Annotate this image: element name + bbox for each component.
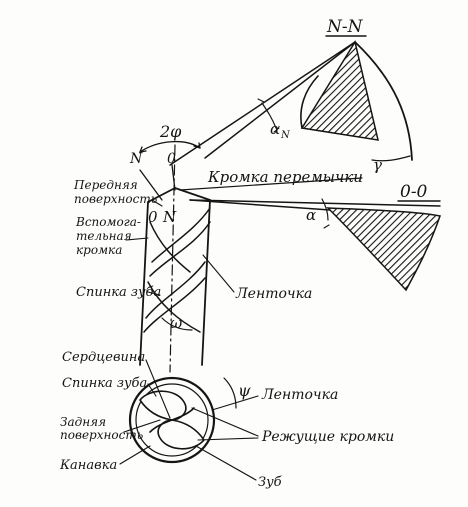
section-oo: 0-0 α <box>189 182 441 292</box>
section-nn-rake-curve <box>354 41 413 161</box>
core-label: Сердцевина <box>62 350 145 365</box>
flank-label-2: поверхность <box>60 428 143 442</box>
rake-face-leader <box>151 199 163 207</box>
margin-leader <box>202 254 235 293</box>
land-back-label: Спинка зуба <box>76 285 161 300</box>
section-nn-hatched-wedge <box>300 40 379 141</box>
alpha-arc <box>321 198 329 221</box>
drill-body-right <box>201 199 211 366</box>
alpha-label: α <box>306 206 316 224</box>
cutting-edges-leader-2 <box>197 437 259 441</box>
aux-edge-leader <box>125 237 149 241</box>
cross-section-inner <box>135 383 209 457</box>
marker-o-top: 0 <box>167 151 176 167</box>
two-phi-arrow-right <box>193 142 201 149</box>
alpha-n-tick-1 <box>257 98 265 103</box>
aux-edge-label-1: Вспомога- <box>75 215 141 229</box>
flute-line-5 <box>149 221 191 273</box>
omega-arc <box>161 317 193 331</box>
drill-axis <box>169 144 176 373</box>
core-leader <box>145 359 171 419</box>
cutting-edges-label: Режущие кромки <box>261 429 394 445</box>
margin-2-label: Ленточка <box>261 387 338 403</box>
tooth-lower <box>157 419 205 450</box>
aux-edge-label-2: тельная <box>76 229 132 243</box>
rake-face-label-2: поверхность <box>74 192 157 206</box>
marker-o-face: 0 <box>148 208 158 226</box>
psi-label: ψ <box>238 381 251 400</box>
gamma-arc <box>371 155 411 162</box>
rake-face-label-1: Передняя <box>73 178 138 192</box>
omega-label: ω <box>170 314 182 332</box>
cross-section-labels: Сердцевина Спинка зуба Ленточка Задняя п… <box>59 350 394 490</box>
alpha-tick <box>323 224 330 229</box>
tooth-leader <box>195 445 257 481</box>
core-curve <box>149 407 195 433</box>
drill-tip <box>147 187 211 203</box>
drill-side-view: ω 0 N <box>139 144 211 373</box>
margin-2-leader <box>211 395 259 411</box>
section-nn-flute-curve <box>300 75 319 129</box>
cut-n-line <box>139 169 163 201</box>
cutting-edges-leader-1 <box>191 407 259 437</box>
cross-section-outer <box>128 376 216 464</box>
two-phi-label: 2φ <box>159 122 182 141</box>
section-oo-hatched-wedge <box>326 207 441 292</box>
drill-body-left <box>139 201 149 366</box>
flank-leader <box>123 419 161 433</box>
marker-n-face: N <box>162 208 177 226</box>
section-oo-ray <box>189 199 331 211</box>
flute-line-2 <box>149 221 211 277</box>
point-angle: 2φ N 0 Кромка перемычки <box>129 122 363 201</box>
chisel-edge-label: Кромка перемычки <box>207 168 363 186</box>
marker-n-top: N <box>129 151 143 167</box>
two-phi-arrow-left <box>139 146 147 153</box>
alpha-n-arc <box>261 102 277 129</box>
flute-line-3 <box>145 261 206 319</box>
chisel-edge-leader <box>179 177 363 191</box>
land-back-2-label: Спинка зуба <box>62 376 147 391</box>
flute-leader <box>119 445 151 465</box>
tooth-label: Зуб <box>258 475 282 490</box>
drill-cross-section: ψ <box>128 376 251 464</box>
two-phi-arc <box>139 140 201 153</box>
tooth-upper <box>139 390 187 421</box>
section-nn-label: N-N <box>326 17 364 37</box>
section-oo-label: 0-0 <box>400 182 428 202</box>
side-view-labels: Передняя поверхность Вспомога- тельная к… <box>73 178 312 302</box>
alpha-n-label: α <box>270 120 280 138</box>
section-nn-ray-base <box>204 41 356 159</box>
psi-arc <box>223 377 237 409</box>
alpha-n-tick-2 <box>273 127 280 133</box>
flank-label-1: Задняя <box>60 415 106 429</box>
flute-line-6 <box>147 281 201 333</box>
land-back-2-leader <box>147 383 157 397</box>
flute-label: Канавка <box>59 458 117 473</box>
section-nn: N-N α N γ <box>169 17 413 174</box>
gamma-label: γ <box>373 156 382 174</box>
alpha-n-subscript: N <box>280 130 291 141</box>
margin-label: Ленточка <box>235 286 312 302</box>
section-oo-top-line <box>189 199 441 207</box>
flute-line-4 <box>143 277 206 333</box>
aux-edge-label-3: кромка <box>76 243 122 257</box>
land-back-leader <box>147 291 161 296</box>
flute-line-1 <box>151 207 211 263</box>
